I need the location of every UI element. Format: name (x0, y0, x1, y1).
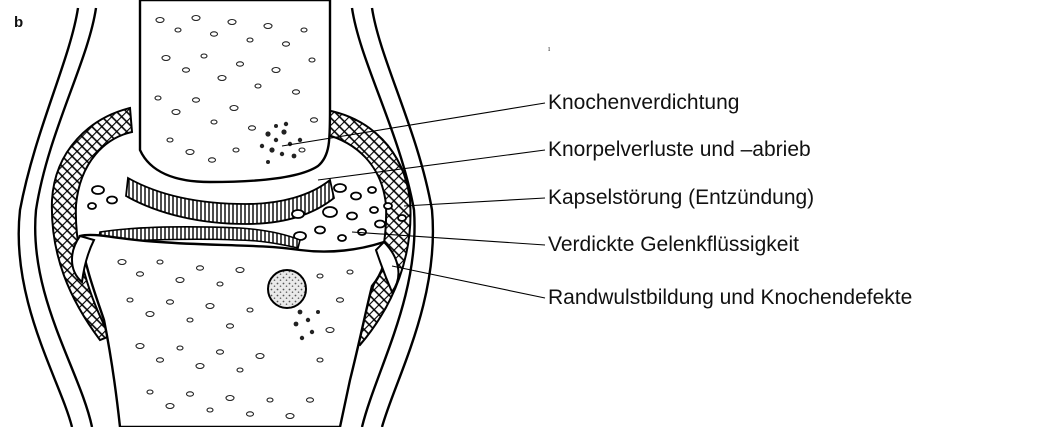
stray-mark: ı (548, 44, 550, 53)
upper-bone (140, 0, 330, 182)
callout-label-knochenverdichtung: Knochenverdichtung (548, 91, 739, 115)
panel-label: b (14, 14, 23, 31)
leader-line-2 (318, 150, 545, 180)
callout-label-randwulstbildung: Randwulstbildung und Knochendefekte (548, 286, 912, 310)
callout-label-gelenkfluessigkeit: Verdickte Gelenkflüssigkeit (548, 233, 799, 257)
leader-line-3 (404, 198, 545, 206)
callout-label-kapselstoerung: Kapselstörung (Entzündung) (548, 186, 814, 210)
leader-line-5 (392, 266, 545, 298)
callout-label-knorpelverluste: Knorpelverluste und –abrieb (548, 138, 811, 162)
bone-cyst (268, 270, 306, 308)
